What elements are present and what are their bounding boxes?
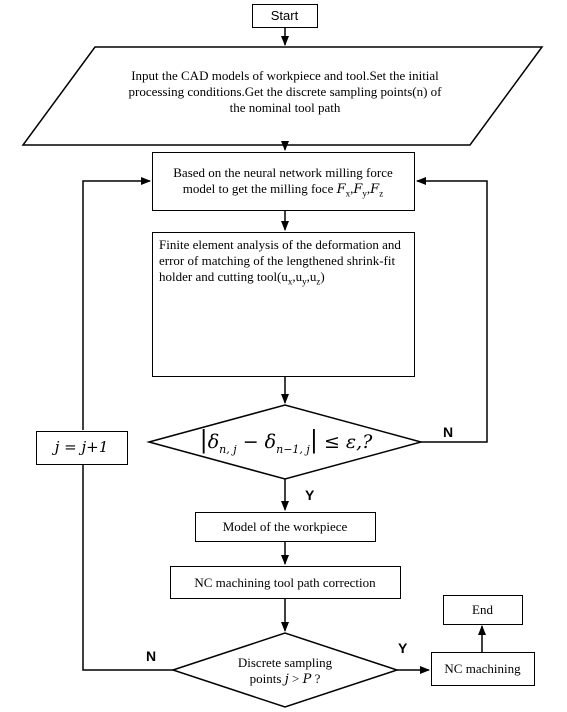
- path-correction-label: NC machining tool path correction: [194, 575, 376, 590]
- milling-force-text: Based on the neural network milling forc…: [153, 165, 413, 202]
- counter-label: j = j+1: [54, 438, 109, 456]
- force-sub-x: x: [345, 188, 351, 199]
- fea-box: Finite element analysis of the deformati…: [152, 232, 415, 377]
- comma-1: ,: [350, 181, 354, 196]
- sampling-j: j: [284, 672, 289, 687]
- input-line-3: the nominal tool path: [229, 100, 341, 115]
- force-sub-z: z: [379, 188, 384, 199]
- end-node: End: [443, 595, 523, 625]
- edge-label-yes-down: Y: [305, 487, 315, 503]
- sampling-condition: Discrete sampling points j > P ?: [215, 655, 355, 688]
- force-sub-y: y: [362, 188, 367, 199]
- milling-force-line-2-text: model to get the milling foce: [182, 181, 334, 196]
- line-no-to-counter: [82, 465, 173, 671]
- sampling-P: P: [302, 672, 312, 687]
- input-text: Input the CAD models of workpiece and to…: [85, 68, 485, 116]
- counter-box: j = j+1: [36, 431, 128, 465]
- sampling-gt: >: [288, 671, 303, 686]
- force-symbol-x: F: [336, 182, 346, 197]
- milling-force-box: Based on the neural network milling forc…: [152, 152, 415, 211]
- fea-text: Finite element analysis of the deformati…: [159, 237, 411, 290]
- workpiece-model-label: Model of the workpiece: [222, 519, 348, 534]
- sampling-points-text: points: [249, 671, 282, 686]
- u-sub-z: z: [316, 276, 321, 287]
- milling-force-line-1: Based on the neural network milling forc…: [173, 165, 393, 180]
- edge-label-no-right: N: [443, 424, 454, 440]
- fea-line-3: holder and cutting tool(ux,uy,uz): [159, 269, 325, 287]
- u-sub-y: y: [302, 276, 307, 287]
- edge-label-no-left: N: [146, 648, 157, 664]
- nc-machining-label: NC machining: [444, 661, 521, 676]
- start-label: Start: [270, 8, 299, 23]
- input-line-1: Input the CAD models of workpiece and to…: [131, 68, 439, 83]
- nc-machining-box: NC machining: [431, 652, 535, 686]
- comma-2: ,: [366, 181, 371, 196]
- sampling-q: ?: [311, 671, 321, 686]
- fea-line-1: Finite element analysis of the deformati…: [159, 237, 401, 252]
- arrow-counter-to-force: [82, 177, 151, 430]
- milling-force-line-2: model to get the milling foce Fx,Fy,Fz: [153, 181, 413, 202]
- force-symbol-z: F: [370, 182, 380, 197]
- path-correction-box: NC machining tool path correction: [170, 566, 401, 599]
- convergence-condition: |δn, j − δn−1, j| ≤ ε,?: [199, 426, 373, 456]
- edge-label-yes-right: Y: [398, 640, 408, 656]
- sampling-line-1: Discrete sampling: [237, 655, 333, 670]
- input-parallelogram: [21, 46, 544, 146]
- fea-line-3-text: holder and cutting tool(u: [159, 269, 288, 284]
- fea-line-2: error of matching of the lengthened shri…: [159, 253, 396, 268]
- end-label: End: [472, 602, 493, 617]
- arrow-no-loop-back: [416, 177, 488, 443]
- start-node: Start: [252, 4, 318, 28]
- u-sub-x: x: [287, 276, 293, 287]
- sampling-line-2: points j > P ?: [215, 671, 355, 688]
- force-symbol-y: F: [353, 182, 363, 197]
- input-line-2: processing conditions.Get the discrete s…: [128, 84, 442, 99]
- workpiece-model-box: Model of the workpiece: [195, 512, 376, 542]
